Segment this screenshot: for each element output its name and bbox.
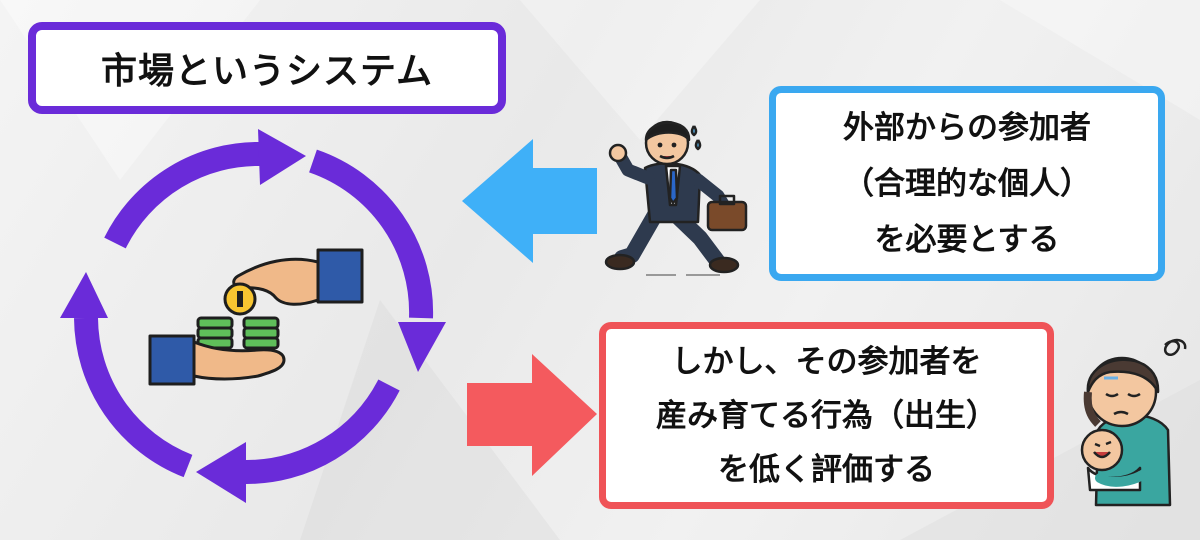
page-title: 市場というシステム bbox=[101, 51, 433, 92]
birth-line-3: を低く評価する bbox=[718, 451, 935, 488]
birth-line-2: 産み育てる行為（出生） bbox=[656, 397, 997, 434]
cycle-arrows-icon bbox=[60, 129, 446, 503]
title-box: 市場というシステム bbox=[28, 22, 506, 114]
outside-participants-box: 外部からの参加者 （合理的な個人） を必要とする bbox=[769, 86, 1165, 281]
outside-line-1: 外部からの参加者 bbox=[843, 109, 1091, 146]
birth-line-1: しかし、その参加者を bbox=[671, 343, 982, 380]
outside-line-3: を必要とする bbox=[874, 221, 1060, 258]
birth-evaluation-box: しかし、その参加者を 産み育てる行為（出生） を低く評価する bbox=[599, 322, 1054, 509]
outside-line-2: （合理的な個人） bbox=[843, 165, 1091, 202]
money-exchange-hands-icon bbox=[148, 248, 364, 386]
